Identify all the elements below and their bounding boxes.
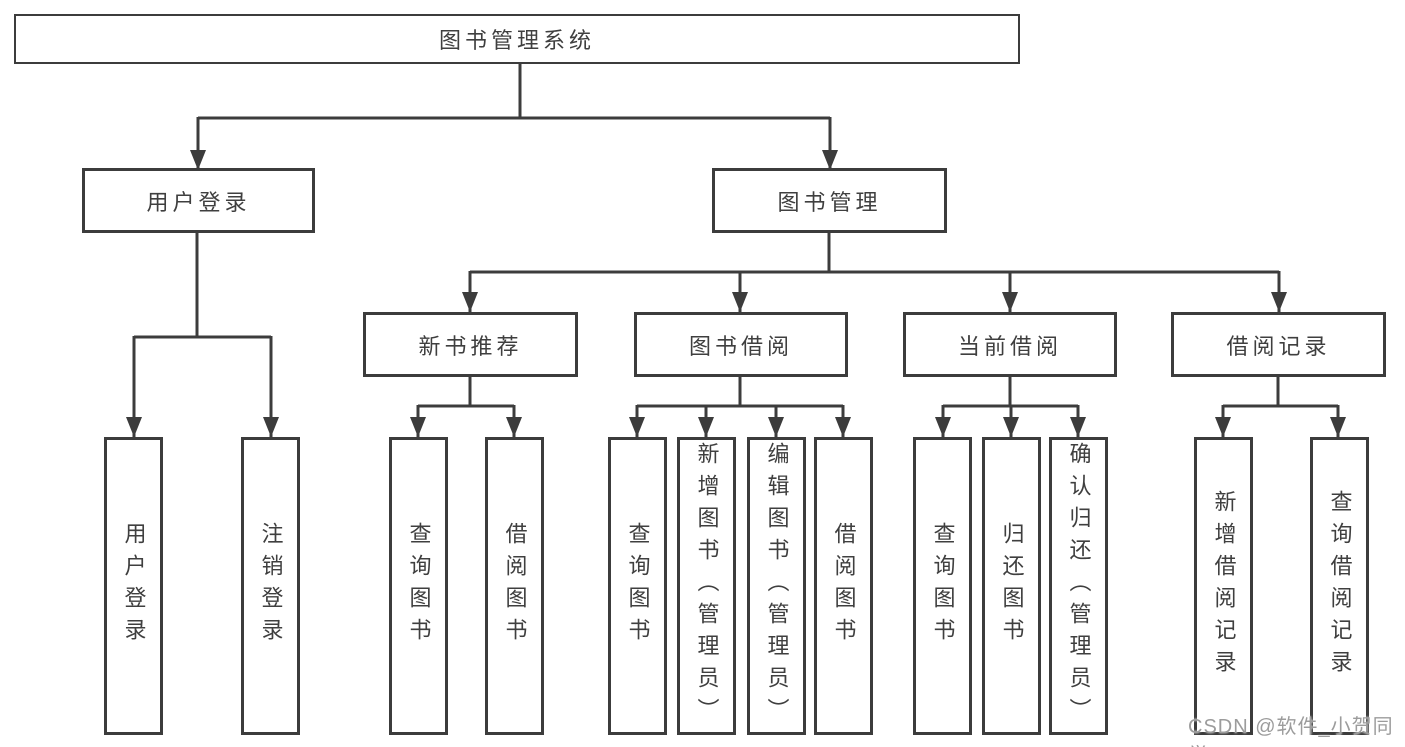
node-user-login: 用户登录	[82, 168, 315, 233]
leaf-logout: 注销登录	[241, 437, 300, 735]
node-book-management: 图书管理	[712, 168, 947, 233]
node-root-label: 图书管理系统	[438, 28, 595, 53]
node-new-book-recommend-label: 新书推荐	[418, 333, 523, 359]
leaf-query-books-borrow-label: 查询图书	[625, 522, 651, 650]
leaf-borrow-books: 借阅图书	[814, 437, 873, 735]
leaf-user-login: 用户登录	[104, 437, 163, 735]
leaf-confirm-return-admin: 确认归还（管理员）	[1049, 437, 1108, 735]
node-book-borrow: 图书借阅	[634, 312, 848, 377]
csdn-watermark: CSDN @软件_小贺同学	[1188, 716, 1394, 747]
leaf-borrow-books-label: 借阅图书	[831, 522, 857, 650]
leaf-query-books-current: 查询图书	[913, 437, 972, 735]
node-user-login-label: 用户登录	[146, 189, 251, 215]
leaf-add-books-admin-label: 新增图书（管理员）	[694, 442, 720, 730]
leaf-query-borrow-record: 查询借阅记录	[1310, 437, 1369, 735]
leaf-add-books-admin: 新增图书（管理员）	[677, 437, 736, 735]
leaf-borrow-books-recommend-label: 借阅图书	[502, 522, 528, 650]
leaf-query-borrow-record-label: 查询借阅记录	[1327, 490, 1353, 682]
leaf-confirm-return-admin-label: 确认归还（管理员）	[1066, 442, 1092, 730]
leaf-add-borrow-record-label: 新增借阅记录	[1211, 490, 1237, 682]
leaf-return-books: 归还图书	[982, 437, 1041, 735]
leaf-add-borrow-record: 新增借阅记录	[1194, 437, 1253, 735]
leaf-return-books-label: 归还图书	[999, 522, 1025, 650]
node-root-system: 图书管理系统	[14, 14, 1020, 64]
node-borrow-records: 借阅记录	[1171, 312, 1386, 377]
node-current-borrow: 当前借阅	[903, 312, 1117, 377]
node-book-borrow-label: 图书借阅	[688, 333, 793, 359]
node-book-management-label: 图书管理	[777, 189, 882, 215]
leaf-borrow-books-recommend: 借阅图书	[485, 437, 544, 735]
node-borrow-records-label: 借阅记录	[1226, 333, 1331, 359]
leaf-query-books-recommend: 查询图书	[389, 437, 448, 735]
leaf-query-books-current-label: 查询图书	[930, 522, 956, 650]
leaf-edit-books-admin-label: 编辑图书（管理员）	[764, 442, 790, 730]
leaf-query-books-borrow: 查询图书	[608, 437, 667, 735]
leaf-query-books-recommend-label: 查询图书	[406, 522, 432, 650]
node-new-book-recommend: 新书推荐	[363, 312, 578, 377]
node-current-borrow-label: 当前借阅	[957, 333, 1062, 359]
leaf-edit-books-admin: 编辑图书（管理员）	[747, 437, 806, 735]
leaf-logout-label: 注销登录	[258, 522, 284, 650]
leaf-user-login-label: 用户登录	[121, 522, 147, 650]
